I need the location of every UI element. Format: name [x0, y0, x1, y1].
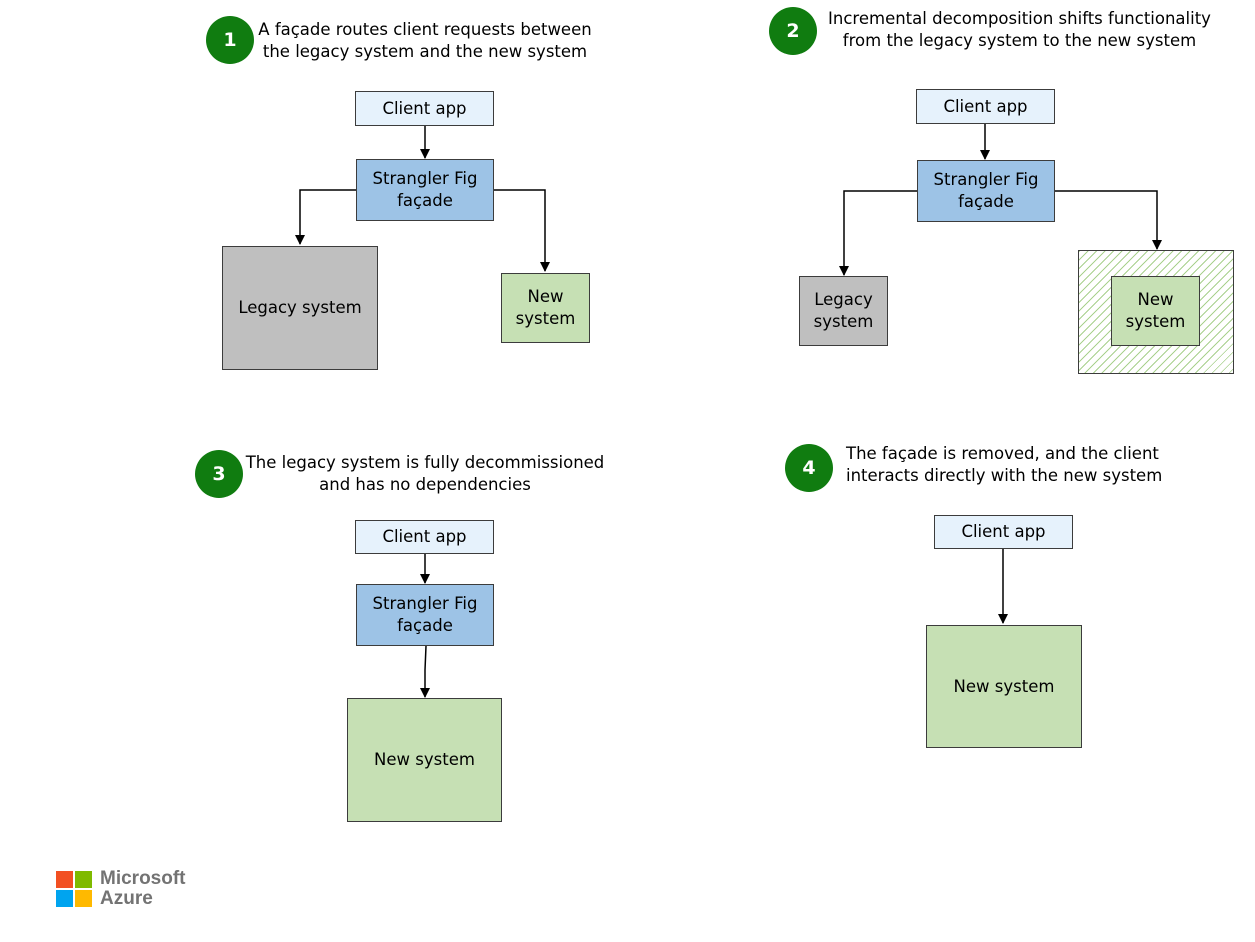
step-2-client-app-label: Client app	[943, 96, 1028, 116]
logo-line1: Microsoft	[100, 868, 186, 889]
step-3-badge: 3	[195, 450, 243, 498]
step-2-new-system-label-line1: New	[1137, 290, 1174, 309]
step-3-client-app-label: Client app	[382, 527, 467, 546]
step-3-number: 3	[212, 463, 226, 485]
step-3-caption-line1: The legacy system is fully decommissione…	[245, 453, 605, 472]
step-1-legacy-system: Legacy system	[222, 246, 378, 370]
step-1-client-app-label: Client app	[382, 98, 467, 118]
step-3-client-app: Client app	[355, 520, 494, 554]
step-2-badge: 2	[769, 7, 817, 55]
step-3-facade-label-line1: Strangler Fig	[372, 594, 478, 613]
step-1-facade-label-line2: façade	[397, 191, 453, 210]
logo-square-blue	[56, 890, 73, 907]
arrow-facade-to-new-2	[1054, 190, 1162, 250]
step-4-caption: The façade is removed, and the client in…	[846, 443, 1162, 487]
logo-square-red	[56, 871, 73, 888]
step-1-legacy-system-label: Legacy system	[238, 298, 362, 317]
step-2-new-system-label-line2: system	[1125, 312, 1186, 331]
step-3-caption-line2: and has no dependencies	[319, 475, 531, 494]
step-1-caption-line2: the legacy system and the new system	[262, 42, 588, 61]
step-2-client-app: Client app	[916, 89, 1055, 124]
step-4-caption-line1: The façade is removed, and the client	[846, 444, 1159, 463]
step-4-new-system: New system	[926, 625, 1082, 748]
step-4-client-app-label: Client app	[961, 522, 1046, 541]
step-2-legacy-system-label-line2: system	[813, 312, 874, 331]
step-2-number: 2	[786, 20, 800, 42]
arrow-facade-to-new-1	[493, 189, 550, 272]
microsoft-azure-logo: Microsoft Azure	[56, 869, 186, 909]
step-4-number: 4	[802, 457, 816, 479]
step-1-new-system-label-line2: system	[515, 309, 576, 328]
step-4-caption-line2: interacts directly with the new system	[846, 466, 1163, 485]
step-2-facade-label-line2: façade	[958, 192, 1014, 211]
arrow-facade-to-new-3	[420, 645, 430, 698]
step-1-facade: Strangler Fig façade	[356, 159, 494, 221]
step-1-caption-line1: A façade routes client requests between	[258, 20, 592, 39]
step-1-new-system-label-line1: New	[527, 287, 564, 306]
step-2-caption: Incremental decomposition shifts functio…	[822, 8, 1217, 52]
step-1-new-system: New system	[501, 273, 590, 343]
step-1-badge: 1	[206, 16, 254, 64]
step-1-client-app: Client app	[355, 91, 494, 126]
step-4-new-system-label: New system	[953, 676, 1055, 696]
arrow-facade-to-legacy-2	[839, 190, 917, 276]
step-1-number: 1	[223, 29, 237, 51]
step-4-badge: 4	[785, 444, 833, 492]
step-3-facade: Strangler Fig façade	[356, 584, 494, 646]
step-4-client-app: Client app	[934, 515, 1073, 549]
step-3-new-system: New system	[347, 698, 502, 822]
step-2-legacy-system: Legacy system	[799, 276, 888, 346]
logo-line2: Azure	[100, 888, 153, 909]
step-2-facade: Strangler Fig façade	[917, 160, 1055, 222]
logo-square-yellow	[75, 890, 92, 907]
microsoft-logo-icon	[56, 871, 92, 907]
step-2-caption-line1: Incremental decomposition shifts functio…	[828, 9, 1211, 28]
step-3-caption: The legacy system is fully decommissione…	[244, 452, 606, 496]
arrow-facade-to-legacy-1	[295, 189, 356, 245]
step-2-facade-label-line1: Strangler Fig	[933, 170, 1039, 189]
step-3-facade-label-line2: façade	[397, 616, 453, 635]
logo-square-green	[75, 871, 92, 888]
step-1-facade-label-line1: Strangler Fig	[372, 169, 478, 188]
step-1-caption: A façade routes client requests between …	[255, 19, 595, 63]
step-2-caption-line2: from the legacy system to the new system	[842, 31, 1197, 50]
step-2-legacy-system-label-line1: Legacy	[814, 290, 873, 309]
step-3-new-system-label: New system	[374, 750, 475, 769]
logo-wordmark: Microsoft Azure	[100, 869, 186, 909]
step-2-new-system: New system	[1111, 276, 1200, 346]
